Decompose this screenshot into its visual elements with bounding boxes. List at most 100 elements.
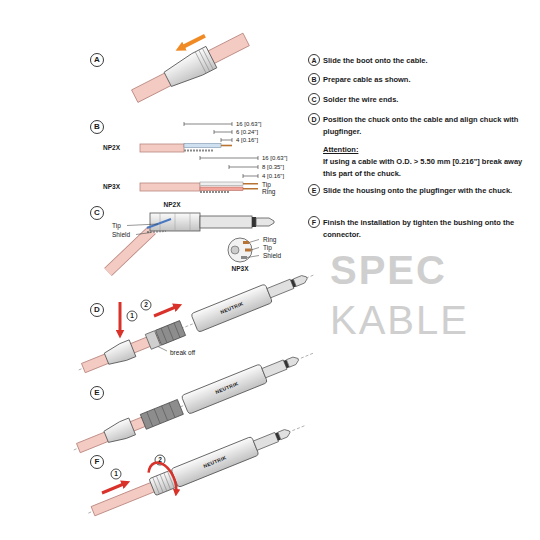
step-instruction: Solder the wire ends. <box>323 94 535 106</box>
dimension-label: 16 [0.63"] <box>262 155 287 162</box>
step-letter-ring <box>309 217 320 228</box>
attention-heading: Attention: <box>323 145 358 154</box>
boot-on-cable-figure <box>195 48 213 73</box>
step-letter-ring <box>309 185 320 196</box>
step-letter: E <box>94 389 99 397</box>
dimension-label: 8 [0.35"] <box>262 164 284 171</box>
step-letter: E <box>312 187 317 194</box>
brand-mark: NEUTRIK <box>215 381 239 395</box>
chuck-alignment-figure <box>79 274 315 370</box>
model-name: NP2X <box>103 144 120 151</box>
step-letter: A <box>94 56 100 64</box>
step-letter-ring <box>91 456 104 469</box>
pin-label: Ring <box>263 236 276 243</box>
callout-number: 1 <box>114 471 118 478</box>
solder-figure <box>108 230 152 272</box>
solder-figure <box>252 217 256 227</box>
model-name: NP3X <box>232 265 249 272</box>
motion-arrow <box>120 302 178 334</box>
dimension-label: 6 [0.24"] <box>236 129 258 136</box>
solder-figure <box>200 216 252 228</box>
step-letter-ring <box>91 207 104 220</box>
step-instruction: Finish the installation by tighten the b… <box>323 217 535 240</box>
housing-figure <box>74 353 315 450</box>
callout-ring <box>141 300 151 310</box>
pin-label: Shield <box>112 231 130 238</box>
pin-label: Ring <box>262 188 275 195</box>
bushing-figure <box>91 480 160 515</box>
dimension-line <box>229 165 258 169</box>
chuck-alignment-figure <box>75 265 319 379</box>
np3x-cable-figure <box>243 184 258 189</box>
dimension-label: 4 [0.16"] <box>262 173 284 180</box>
dimension-label: 16 [0.63"] <box>236 121 261 128</box>
brand-mark: NEUTRIK <box>203 455 227 469</box>
step-letter: C <box>94 209 100 217</box>
step-letter: C <box>311 96 316 103</box>
leader-line <box>157 346 167 351</box>
pin-label: Tip <box>262 181 271 188</box>
dimension-line <box>200 156 258 160</box>
housing-figure <box>181 364 267 414</box>
np3x-cable-figure <box>200 187 243 191</box>
housing-figure <box>140 399 183 429</box>
model-name: NP3X <box>103 183 120 190</box>
np3x-cable-figure <box>200 182 243 186</box>
leader-line <box>127 224 158 226</box>
bushing-figure <box>278 428 291 440</box>
step-instruction: Slide the housing onto the plugfinger wi… <box>323 185 535 197</box>
step-instruction: Position the chuck onto the cable and al… <box>323 114 535 137</box>
step-letter: A <box>311 57 316 64</box>
np3x-cable-figure <box>140 183 200 191</box>
chuck-alignment-figure <box>161 323 180 343</box>
attention-note: If using a cable with O.D. > 5.50 mm [0.… <box>323 156 535 179</box>
step-letter: B <box>94 123 100 131</box>
housing-figure <box>147 403 175 427</box>
np2x-cable-figure <box>184 150 214 152</box>
callout-number: 2 <box>158 457 162 464</box>
brand-mark: NEUTRIK <box>220 301 244 315</box>
dimension-line <box>214 130 232 134</box>
step-instruction: Prepare cable as shown. <box>323 74 535 86</box>
watermark: SPEC <box>330 250 447 290</box>
step-letter-ring <box>309 114 320 125</box>
leader-line <box>127 224 259 351</box>
step-letter: F <box>95 458 100 466</box>
part-note: break off <box>170 349 195 356</box>
np2x-cable-figure <box>184 144 221 148</box>
solder-figure <box>231 246 239 254</box>
step-letter-ring <box>309 94 320 105</box>
solder-figure <box>108 213 274 272</box>
solder-figure <box>245 249 251 252</box>
housing-figure <box>103 418 136 445</box>
boot-on-cable-figure <box>132 33 250 102</box>
chuck-alignment-figure <box>267 279 294 298</box>
boot-on-cable-figure <box>162 46 217 90</box>
callout-ring <box>111 300 165 479</box>
leader-line <box>251 248 259 251</box>
step-letter: B <box>311 76 316 83</box>
step-letter-ring <box>91 121 104 134</box>
np2x-cable-figure <box>140 144 232 153</box>
dimension-label: 4 [0.16"] <box>236 137 258 144</box>
chuck-alignment-figure <box>103 340 136 367</box>
motion-arrow <box>119 302 122 334</box>
np2x-cable-figure <box>221 145 232 147</box>
housing-figure <box>70 343 319 459</box>
step-letter-ring <box>91 387 104 400</box>
step-letter-ring <box>91 54 320 469</box>
solder-figure <box>241 256 247 259</box>
step-instruction: Slide the boot onto the cable. <box>323 55 535 67</box>
housing-figure <box>286 356 299 368</box>
step-letter-ring <box>309 74 320 85</box>
dimension-line <box>200 156 258 178</box>
bushing-figure <box>171 436 259 487</box>
solder-figure <box>147 231 166 232</box>
dimension-line <box>184 122 232 126</box>
bushing-figure <box>146 458 179 499</box>
boot-on-cable-figure <box>125 20 252 107</box>
dimension-line <box>184 122 232 142</box>
